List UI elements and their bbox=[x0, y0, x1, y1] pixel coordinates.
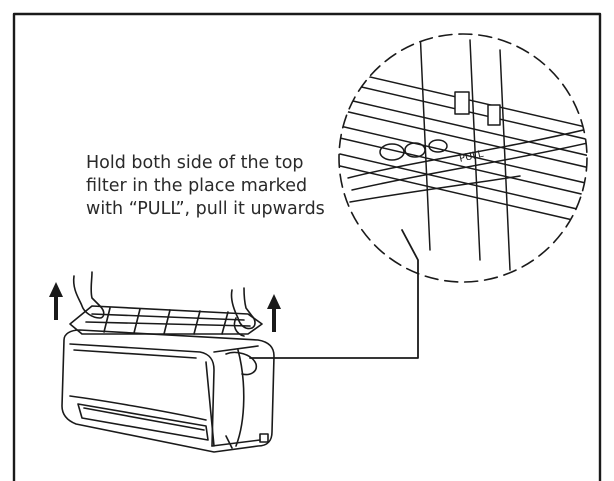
arrow-up-icon bbox=[267, 294, 281, 332]
filter-grille-closeup bbox=[339, 34, 587, 271]
indoor-unit bbox=[61, 271, 275, 453]
instruction-text: Hold both side of the top filter in the … bbox=[86, 152, 356, 221]
zoom-circle bbox=[338, 33, 588, 283]
callout-line bbox=[249, 229, 419, 359]
instruction-line-1: Hold both side of the top bbox=[86, 153, 304, 173]
zoom-detail: PULL bbox=[338, 33, 588, 283]
arrow-up-icon bbox=[49, 282, 63, 320]
instruction-line-3: with “PULL”, pull it upwards bbox=[86, 199, 325, 219]
frame-border bbox=[12, 12, 602, 481]
instruction-line-2: filter in the place marked bbox=[86, 176, 308, 196]
pull-label-closeup: PULL bbox=[458, 149, 485, 165]
